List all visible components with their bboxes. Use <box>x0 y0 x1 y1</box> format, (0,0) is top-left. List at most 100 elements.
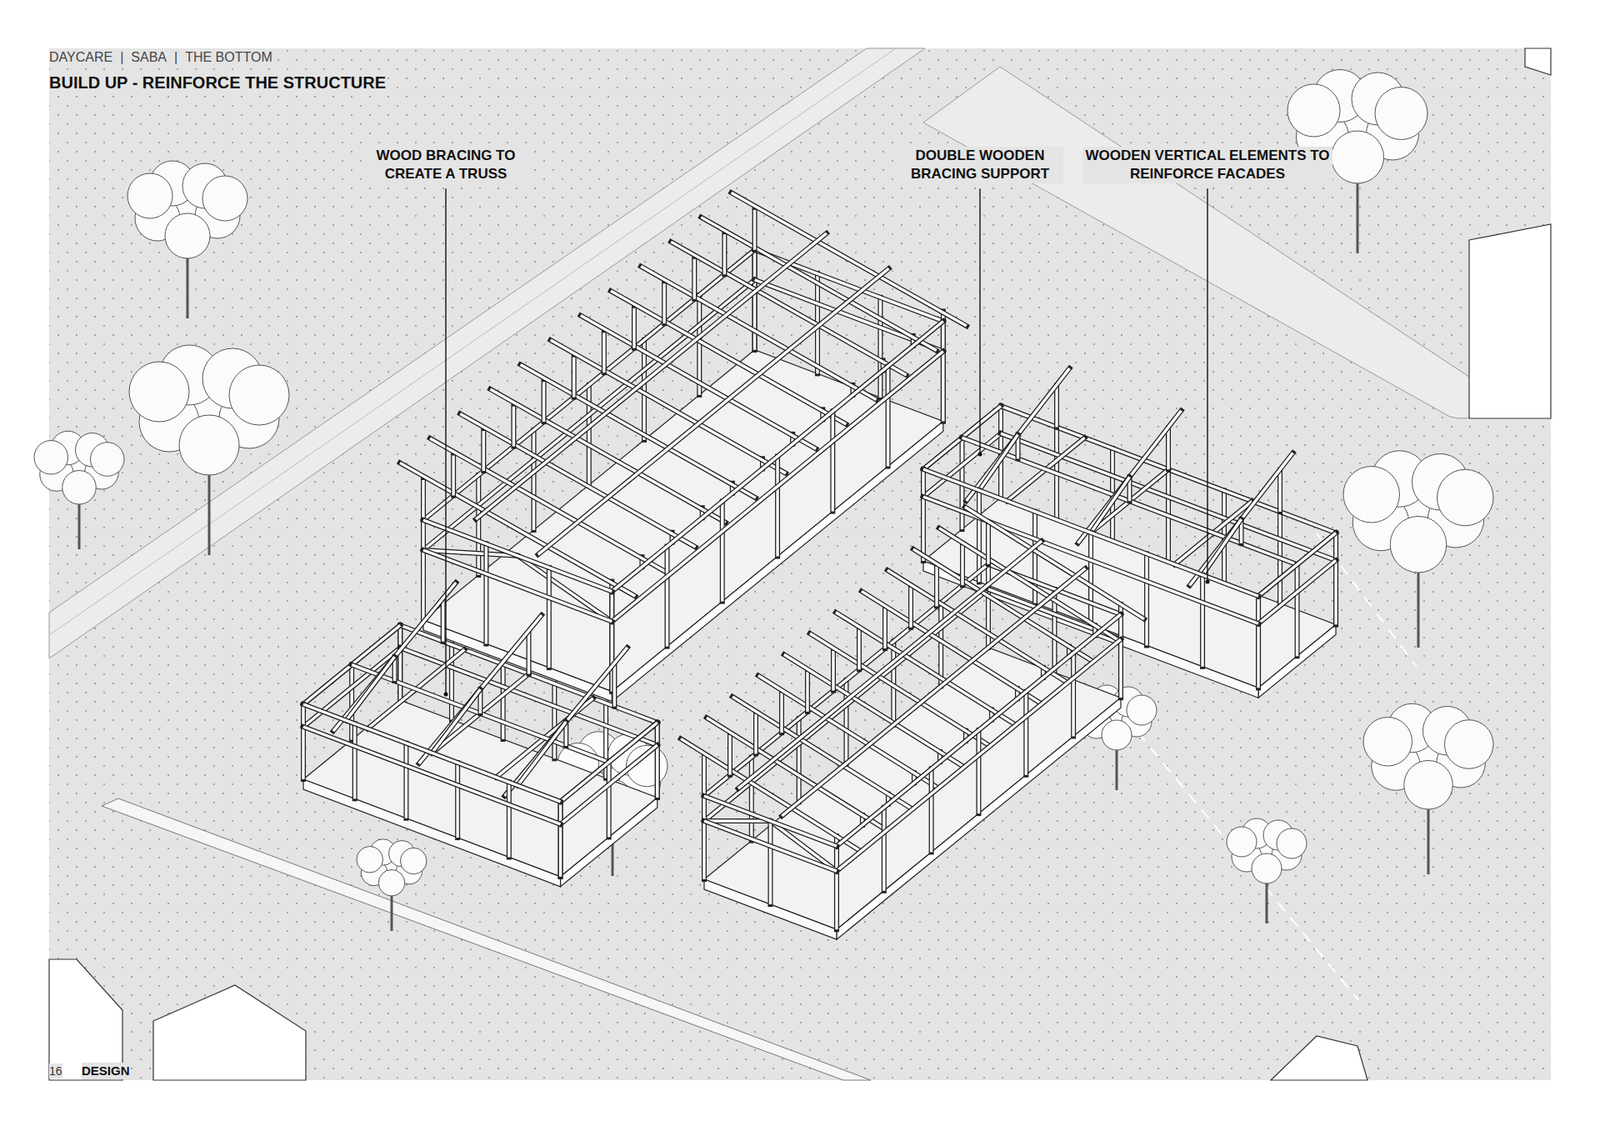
timber-member-core <box>632 308 635 349</box>
timber-member <box>934 565 940 606</box>
timber-member <box>704 589 989 821</box>
timber-member-core <box>831 650 835 691</box>
timber-member-core <box>882 807 885 891</box>
timber-member-core <box>423 520 612 592</box>
timber-member-core <box>559 801 562 877</box>
timber-member <box>701 795 707 880</box>
timber-member-core <box>303 704 561 802</box>
timber-member <box>631 308 637 349</box>
timber-member-core <box>1166 427 1170 470</box>
timber-member-core <box>421 520 425 620</box>
timber-member-core <box>431 689 480 753</box>
timber-member <box>611 665 617 707</box>
timber-member <box>1165 427 1171 470</box>
timber-member <box>727 735 733 775</box>
timber-member <box>805 671 810 712</box>
timber-member-core <box>450 645 453 720</box>
timber-member <box>560 722 658 802</box>
timber-member-core <box>333 582 456 731</box>
timber-member <box>920 469 926 561</box>
timber-member-core <box>1258 560 1336 624</box>
timber-member-core <box>1078 410 1182 544</box>
timber-member-core <box>831 411 835 512</box>
timber-member <box>611 320 944 591</box>
timber-member-core <box>704 819 770 822</box>
timber-member-core <box>611 350 944 621</box>
timber-member-core <box>886 365 890 466</box>
timber-member-core <box>921 469 925 561</box>
timber-member-core <box>979 434 1019 490</box>
timber-member <box>333 582 456 731</box>
timber-member <box>1070 652 1076 736</box>
timber-member-core <box>665 546 669 647</box>
timber-member <box>558 801 564 877</box>
timber-member-core <box>345 656 395 720</box>
timber-member <box>606 761 612 837</box>
timber-member <box>701 755 707 796</box>
timber-member-core <box>1256 595 1260 688</box>
timber-member-core <box>559 801 562 877</box>
timber-member <box>731 192 967 326</box>
timber-member <box>1078 410 1182 544</box>
timber-member <box>526 632 532 675</box>
timber-member-core <box>1278 470 1281 512</box>
timber-member <box>881 807 887 891</box>
timber-member-core <box>977 730 980 814</box>
timber-member <box>1144 553 1150 645</box>
timber-member <box>1054 385 1060 428</box>
timber-member <box>1200 575 1205 667</box>
timber-member-core <box>769 820 772 905</box>
timber-member-core <box>405 743 408 819</box>
timber-member <box>655 722 660 798</box>
tree-canopy <box>1276 828 1307 859</box>
trees <box>34 70 1494 932</box>
timber-member-core <box>960 545 964 585</box>
timber-member <box>541 381 547 422</box>
timber-member-core <box>1334 532 1337 625</box>
tree-canopy <box>1251 853 1282 884</box>
timber-member-core <box>836 614 1121 846</box>
timber-member <box>775 456 780 557</box>
annotation-label: DOUBLE WOODEN BRACING SUPPORT <box>896 146 1064 184</box>
building-frame <box>680 506 1145 940</box>
timber-member-core <box>857 629 860 670</box>
timber-member <box>836 614 1121 846</box>
timber-member <box>965 506 1145 619</box>
page-number: 16 <box>49 1063 63 1079</box>
timber-member-core <box>986 524 990 565</box>
timber-member <box>1088 532 1094 625</box>
timber-member <box>836 639 1121 871</box>
tree-canopy <box>1331 130 1385 184</box>
timber-member-core <box>702 795 705 880</box>
timber-member <box>940 320 946 421</box>
tree-canopy <box>34 440 69 475</box>
timber-member <box>834 845 840 930</box>
timber-member-core <box>879 297 882 398</box>
timber-member-core <box>455 762 459 838</box>
timber-member-core <box>1190 452 1294 585</box>
timber-member <box>830 411 835 512</box>
timber-member-core <box>475 233 827 520</box>
timber-member-core <box>485 544 488 645</box>
timber-member <box>1118 614 1124 698</box>
timber-member <box>877 297 883 398</box>
timber-member-core <box>1258 532 1336 596</box>
timber-member <box>979 434 1019 490</box>
timber-member <box>303 726 561 825</box>
timber-member-core <box>1295 564 1299 656</box>
tree-canopy <box>129 361 190 422</box>
tree-canopy <box>356 846 384 874</box>
timber-member <box>1258 560 1336 624</box>
timber-member <box>960 545 965 585</box>
timber-member-core <box>723 234 726 275</box>
annotation-label: WOOD BRACING TO CREATE A TRUSS <box>362 146 530 184</box>
tree-canopy <box>1404 760 1454 810</box>
timber-member-core <box>421 520 425 620</box>
timber-member-core <box>301 704 305 780</box>
timber-member <box>558 801 564 877</box>
timber-member-core <box>560 722 658 802</box>
timber-member-core <box>451 455 455 496</box>
tree-canopy <box>1126 695 1157 725</box>
tree-canopy <box>62 470 97 505</box>
timber-member-core <box>572 357 575 398</box>
